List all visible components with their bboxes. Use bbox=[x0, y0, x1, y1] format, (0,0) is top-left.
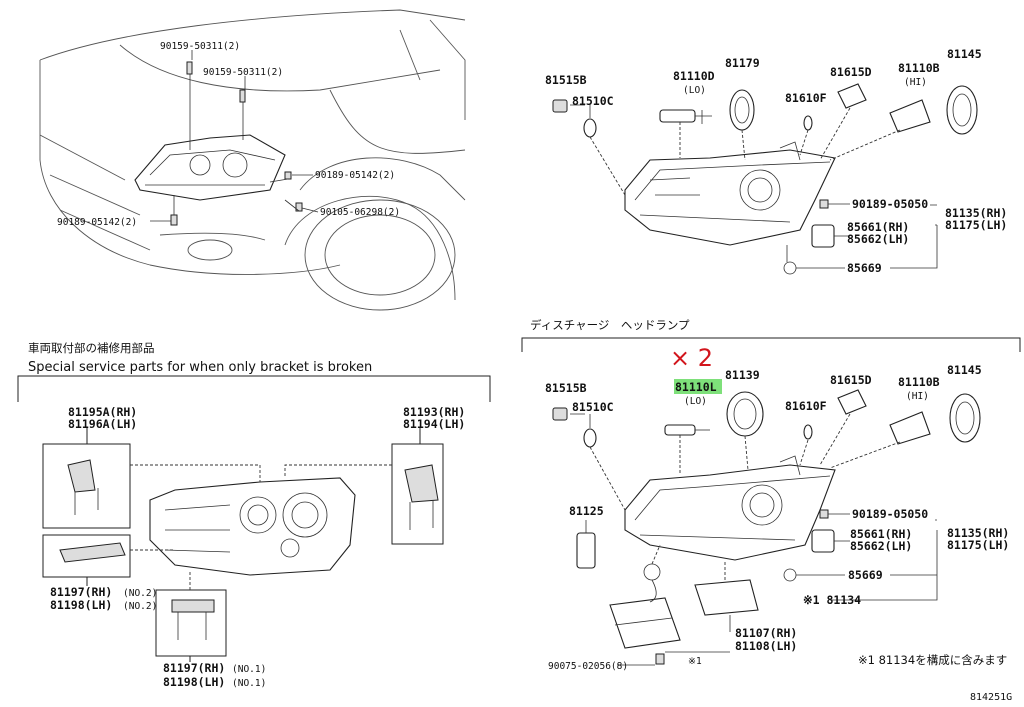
diagram-code: 814251G bbox=[970, 692, 1012, 703]
label-85669-b: 85669 bbox=[848, 568, 883, 582]
label-81197-no1: 81197(RH) bbox=[163, 661, 225, 675]
label-81198-no1: 81198(LH) bbox=[163, 675, 225, 689]
label-hi-b: (HI) bbox=[906, 391, 929, 402]
label-90189-05142-a: 90189-05142(2) bbox=[315, 170, 395, 181]
label-81110d: 81110D bbox=[673, 69, 715, 83]
bracket-section-title-en: Special service parts for when only brac… bbox=[28, 360, 372, 375]
car-front-illustration bbox=[39, 9, 466, 311]
bracket-section: 車両取付部の補修用部品 Special service parts for wh… bbox=[17, 341, 491, 689]
label-85669: 85669 bbox=[847, 261, 882, 275]
label-no2-b: (NO.2) bbox=[123, 601, 157, 612]
label-85662-b: 85662(LH) bbox=[850, 539, 912, 553]
label-81139: 81139 bbox=[725, 368, 760, 382]
discharge-section-title: ディスチャージ ヘッドランプ bbox=[530, 318, 690, 332]
label-81198-no2: 81198(LH) bbox=[50, 598, 112, 612]
label-90159-50311-a: 90159-50311(2) bbox=[160, 41, 240, 52]
label-81510c: 81510C bbox=[572, 94, 614, 108]
label-81135: 81135(RH) bbox=[945, 206, 1007, 220]
label-81125: 81125 bbox=[569, 504, 604, 518]
label-90189-05142-b: 90189-05142(2) bbox=[57, 217, 137, 228]
label-81145-b: 81145 bbox=[947, 363, 982, 377]
label-81175-b: 81175(LH) bbox=[947, 538, 1009, 552]
label-81194: 81194(LH) bbox=[403, 417, 465, 431]
label-90189-05050: 90189-05050 bbox=[852, 197, 928, 211]
label-no1-a: (NO.1) bbox=[232, 664, 266, 675]
quantity-annotation: × 2 bbox=[670, 344, 713, 372]
label-81510c-b: 81510C bbox=[572, 400, 614, 414]
label-85661-b: 85661(RH) bbox=[850, 527, 912, 541]
label-90189-05050-b: 90189-05050 bbox=[852, 507, 928, 521]
label-81615d-b: 81615D bbox=[830, 373, 872, 387]
label-85661: 85661(RH) bbox=[847, 220, 909, 234]
label-90075-02056: 90075-02056(8) bbox=[548, 661, 628, 672]
label-81610f-b: 81610F bbox=[785, 399, 827, 413]
label-81110b-b: 81110B bbox=[898, 375, 940, 389]
label-lo-b: (LO) bbox=[684, 396, 707, 407]
label-81179: 81179 bbox=[725, 56, 760, 70]
label-81615d: 81615D bbox=[830, 65, 872, 79]
label-81110l-highlighted: 81110L bbox=[675, 380, 717, 394]
label-81110b: 81110B bbox=[898, 61, 940, 75]
label-81108: 81108(LH) bbox=[735, 639, 797, 653]
label-81515b: 81515B bbox=[545, 73, 587, 87]
label-81610f: 81610F bbox=[785, 91, 827, 105]
label-85662: 85662(LH) bbox=[847, 232, 909, 246]
top-right-labels: 81515B 81510C 81110D (LO) 81179 81615D 8… bbox=[545, 47, 1007, 275]
discharge-labels: 81515B 81510C 81139 81615D 81110B (HI) 8… bbox=[545, 363, 1009, 672]
label-81515b-b: 81515B bbox=[545, 381, 587, 395]
highlight-marker bbox=[674, 379, 722, 394]
label-81134: ※1 81134 bbox=[803, 593, 861, 607]
label-90105-06298: 90105-06298(2) bbox=[320, 207, 400, 218]
label-81145: 81145 bbox=[947, 47, 982, 61]
label-81196a: 81196A(LH) bbox=[68, 417, 137, 431]
label-hi: (HI) bbox=[904, 77, 927, 88]
label-81195a: 81195A(RH) bbox=[68, 405, 137, 419]
label-no2-a: (NO.2) bbox=[123, 588, 157, 599]
label-90159-50311-b: 90159-50311(2) bbox=[203, 67, 283, 78]
discharge-section: ディスチャージ ヘッドランプ × 2 81110L (LO) bbox=[521, 318, 1021, 666]
label-81175: 81175(LH) bbox=[945, 218, 1007, 232]
label-mark1: ※1 bbox=[688, 656, 702, 667]
label-lo: (LO) bbox=[683, 85, 706, 96]
footnote-81134: ※1 81134を構成に含みます bbox=[858, 653, 1007, 667]
label-81193: 81193(RH) bbox=[403, 405, 465, 419]
top-right-illustration bbox=[552, 83, 978, 275]
label-81135-b: 81135(RH) bbox=[947, 526, 1009, 540]
label-no1-b: (NO.1) bbox=[232, 678, 266, 689]
bracket-section-title-jp: 車両取付部の補修用部品 bbox=[28, 341, 155, 355]
top-left-labels: 90159-50311(2) 90159-50311(2) 90189-0514… bbox=[57, 41, 400, 228]
label-81197-no2: 81197(RH) bbox=[50, 585, 112, 599]
label-81107: 81107(RH) bbox=[735, 626, 797, 640]
